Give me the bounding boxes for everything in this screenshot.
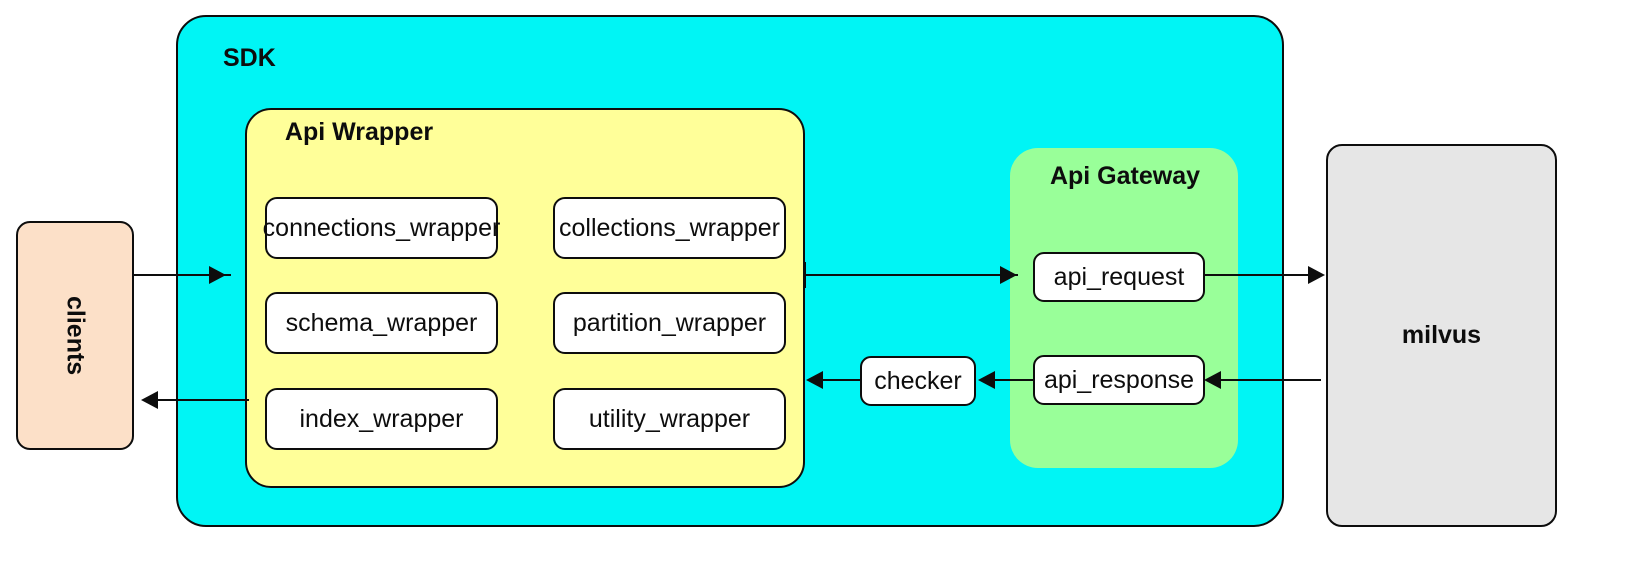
api-request-label: api_request (1053, 262, 1185, 291)
connector-milvus-to-api-response (1208, 379, 1321, 381)
checker-node[interactable]: checker (860, 356, 976, 406)
sdk-title: SDK (223, 44, 276, 72)
api-gateway-title: Api Gateway (1049, 162, 1201, 190)
index-wrapper-node[interactable]: index_wrapper (265, 388, 498, 450)
arrowhead-right-icon (1000, 266, 1017, 284)
api-request-node[interactable]: api_request (1033, 252, 1205, 302)
api-response-node[interactable]: api_response (1033, 355, 1205, 405)
partition-wrapper-node[interactable]: partition_wrapper (553, 292, 786, 354)
utility-wrapper-label: utility_wrapper (588, 404, 751, 433)
schema-wrapper-node[interactable]: schema_wrapper (265, 292, 498, 354)
arrowhead-left-icon (806, 371, 823, 389)
connector-clients-to-sdk (133, 274, 231, 276)
index-wrapper-label: index_wrapper (299, 404, 464, 433)
arrowhead-right-icon (1308, 266, 1325, 284)
clients-label: clients (61, 295, 90, 376)
connections-wrapper-node[interactable]: connections_wrapper (262, 197, 501, 259)
milvus-label: milvus (1401, 321, 1482, 350)
connector-api-wrapper-to-api-gateway (805, 274, 1018, 276)
collections-wrapper-node[interactable]: collections_wrapper (553, 197, 786, 259)
arrowhead-right-icon (209, 266, 226, 284)
api-gateway-group[interactable]: Api Gateway (1010, 148, 1238, 468)
partition-wrapper-label: partition_wrapper (572, 308, 767, 337)
connector-checker-to-api-wrapper (818, 379, 860, 381)
arrowhead-left-icon (978, 371, 995, 389)
connector-api-request-to-milvus (1205, 274, 1321, 276)
connections-wrapper-label: connections_wrapper (262, 213, 501, 242)
api-wrapper-title: Api Wrapper (284, 118, 434, 146)
schema-wrapper-label: schema_wrapper (285, 308, 478, 337)
utility-wrapper-node[interactable]: utility_wrapper (553, 388, 786, 450)
arrowhead-left-icon (1204, 371, 1221, 389)
connector-sdk-to-clients (145, 399, 249, 401)
clients-node[interactable]: clients (16, 221, 134, 450)
api-response-label: api_response (1043, 365, 1195, 394)
arrowhead-left-icon (141, 391, 158, 409)
connector-api-response-to-checker (988, 379, 1033, 381)
collections-wrapper-label: collections_wrapper (559, 213, 780, 242)
checker-label: checker (874, 366, 962, 395)
milvus-node[interactable]: milvus (1326, 144, 1557, 527)
